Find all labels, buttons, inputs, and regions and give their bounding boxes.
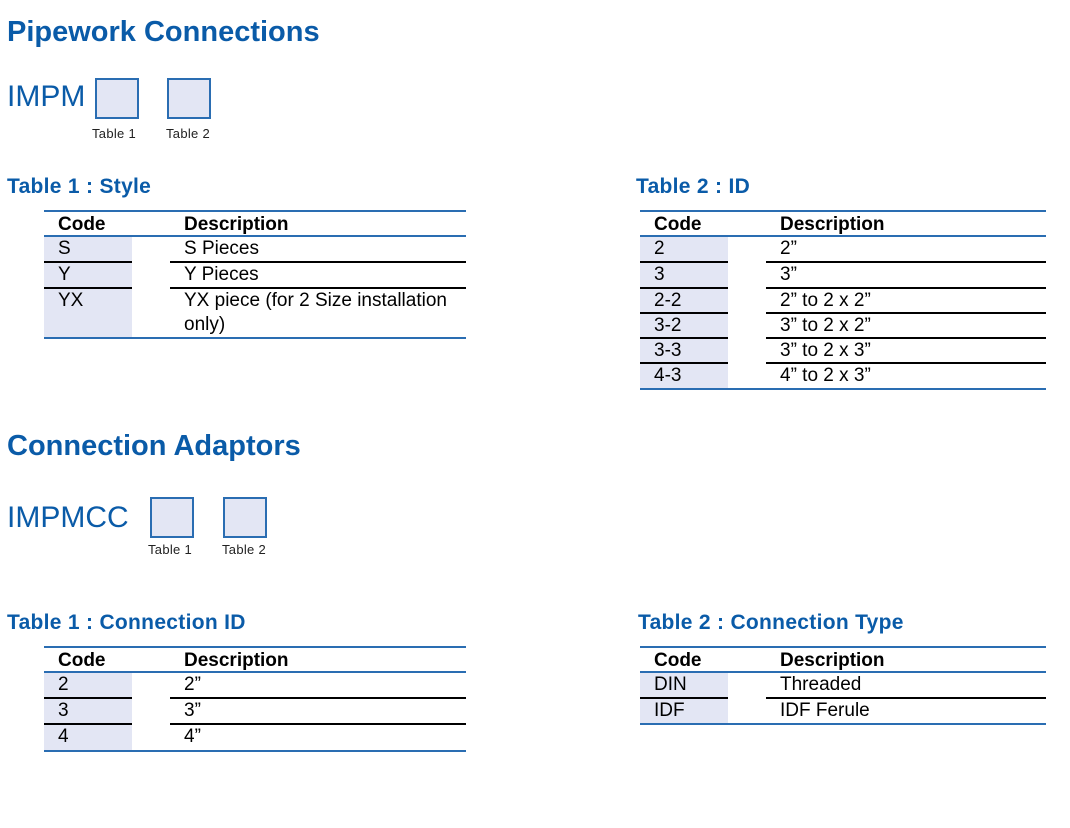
description-cell: 3” (170, 699, 466, 725)
code-cell: YX (44, 289, 132, 337)
table-title-connection-type: Table 2 : Connection Type (638, 611, 904, 634)
description-cell: IDF Ferule (780, 700, 870, 721)
column-header-code: Code (654, 214, 702, 235)
code-cell: 3-3 (640, 339, 728, 364)
code-cell: Y (44, 263, 132, 289)
column-header-description: Description (184, 650, 289, 671)
table-connection-id: Code Description 2 2” 3 3” 4 4” (44, 646, 466, 752)
table-header: Code Description (44, 212, 466, 237)
description-cell: 4” (184, 726, 201, 747)
code-prefix-impmcc: IMPMCC (7, 501, 129, 534)
code-box-table1 (95, 78, 139, 119)
box-label-table2: Table 2 (166, 126, 211, 141)
table-title-connection-id: Table 1 : Connection ID (7, 611, 246, 634)
table-bottom-rule (640, 723, 1046, 725)
code-cell: 3 (640, 263, 728, 289)
table-row: Y Y Pieces (44, 263, 466, 289)
table-connection-type: Code Description DIN Threaded IDF IDF Fe… (640, 646, 1046, 725)
table-row: IDF IDF Ferule (640, 699, 1046, 723)
section-heading-adaptors: Connection Adaptors (7, 430, 301, 462)
description-cell: YX piece (for 2 Size installation only) (184, 290, 447, 335)
table-header: Code Description (640, 648, 1046, 673)
column-header-code: Code (58, 650, 106, 671)
table-row: 3-2 3” to 2 x 2” (640, 314, 1046, 339)
code-cell: 3-2 (640, 314, 728, 339)
table-bottom-rule (44, 337, 466, 339)
box-label-table1: Table 1 (148, 542, 193, 557)
code-cell: 2 (44, 673, 132, 699)
column-header-description: Description (780, 650, 885, 671)
description-cell: 4” to 2 x 3” (780, 365, 871, 386)
code-cell: 4 (44, 725, 132, 750)
table-header: Code Description (640, 212, 1046, 237)
code-box-table2 (167, 78, 211, 119)
table-id: Code Description 2 2” 3 3” 2-2 2” to 2 x… (640, 210, 1046, 390)
table-row: 2 2” (640, 237, 1046, 263)
description-cell: 3” to 2 x 2” (766, 314, 1046, 339)
table-row: 3-3 3” to 2 x 3” (640, 339, 1046, 364)
table-row: 4-3 4” to 2 x 3” (640, 364, 1046, 388)
code-box-table2 (223, 497, 267, 538)
description-cell: 2” (766, 237, 1046, 263)
description-cell: 3” (766, 263, 1046, 289)
description-cell: Y Pieces (170, 263, 466, 289)
box-label-table1: Table 1 (92, 126, 137, 141)
table-row: 3 3” (44, 699, 466, 725)
description-cell: 2” to 2 x 2” (766, 289, 1046, 314)
table-row: 3 3” (640, 263, 1046, 289)
column-header-description: Description (780, 214, 885, 235)
code-cell: 2 (640, 237, 728, 263)
code-cell: IDF (640, 699, 728, 723)
table-row: S S Pieces (44, 237, 466, 263)
code-cell: 3 (44, 699, 132, 725)
column-header-code: Code (654, 650, 702, 671)
table-row: YX YX piece (for 2 Size installation onl… (44, 289, 466, 337)
code-cell: DIN (640, 673, 728, 699)
description-cell: Threaded (766, 673, 1046, 699)
column-header-code: Code (58, 214, 106, 235)
code-cell: 4-3 (640, 364, 728, 388)
code-box-table1 (150, 497, 194, 538)
table-header: Code Description (44, 648, 466, 673)
table-row: 2 2” (44, 673, 466, 699)
table-row: 2-2 2” to 2 x 2” (640, 289, 1046, 314)
code-prefix-impm: IMPM (7, 80, 86, 113)
table-title-style: Table 1 : Style (7, 175, 152, 198)
code-cell: S (44, 237, 132, 263)
column-header-description: Description (184, 214, 289, 235)
description-cell: 3” to 2 x 3” (766, 339, 1046, 364)
box-label-table2: Table 2 (222, 542, 267, 557)
description-cell: S Pieces (170, 237, 466, 263)
code-cell: 2-2 (640, 289, 728, 314)
table-row: DIN Threaded (640, 673, 1046, 699)
table-bottom-rule (640, 388, 1046, 390)
table-title-id: Table 2 : ID (636, 175, 751, 198)
table-bottom-rule (44, 750, 466, 752)
table-row: 4 4” (44, 725, 466, 750)
section-heading-pipework: Pipework Connections (7, 16, 320, 48)
description-cell: 2” (170, 673, 466, 699)
table-style: Code Description S S Pieces Y Y Pieces Y… (44, 210, 466, 339)
